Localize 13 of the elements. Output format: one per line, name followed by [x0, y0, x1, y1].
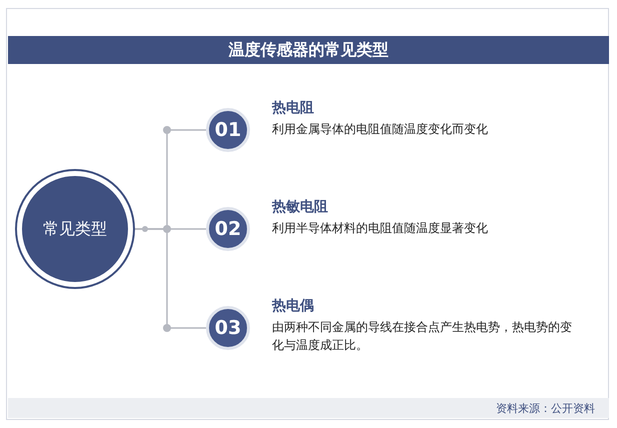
type-description: 由两种不同金属的导线在接合点产生热电势，热电势的变化与温度成正比。: [272, 319, 572, 354]
type-heading: 热电阻: [272, 99, 315, 117]
title-banner: 温度传感器的常见类型: [8, 36, 609, 64]
connector-line: [133, 228, 206, 329]
number-circle: 02: [206, 207, 250, 251]
source-note: 资料来源：公开资料: [8, 398, 609, 418]
type-heading: 热敏电阻: [272, 198, 329, 216]
type-heading: 热电偶: [272, 297, 315, 315]
number-circle: 01: [206, 108, 250, 152]
category-circle: 常见类型: [17, 171, 133, 287]
type-description: 利用金属导体的电阻值随温度变化而变化: [272, 121, 489, 138]
type-description: 利用半导体材料的电阻值随温度显著变化: [272, 220, 489, 237]
number-circle: 03: [206, 306, 250, 350]
